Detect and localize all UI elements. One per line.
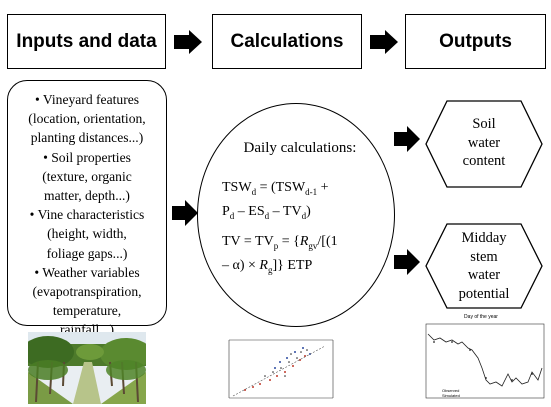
header-inputs: Inputs and data	[7, 14, 166, 69]
header-outputs: Outputs	[405, 14, 546, 69]
output-soil-water-label: Soil water content	[440, 115, 528, 171]
inputs-line: temperature,	[52, 303, 122, 319]
inputs-list: • Vineyard features (location, orientati…	[7, 80, 167, 337]
inputs-line: matter, depth...)	[44, 188, 130, 204]
arrow-right-icon	[370, 30, 398, 54]
output-line: water	[467, 134, 501, 151]
inputs-line: (location, orientation,	[28, 111, 146, 127]
output-hexagon-soil-water	[425, 100, 543, 188]
line-plot-title: Day of the year	[464, 314, 498, 320]
inputs-line: planting distances...)	[30, 130, 144, 146]
equation-transpiration: TV = TVp = {Rgv/[(1 – α) × Rg]} ETP	[222, 232, 392, 280]
arrow-right-icon	[174, 30, 202, 54]
output-line: water	[467, 267, 501, 283]
output-hexagon-stem-water	[425, 223, 543, 309]
output-line: stem	[470, 248, 498, 265]
inputs-line: • Vineyard features	[34, 92, 140, 107]
scatter-plot-thumbnail	[215, 332, 345, 404]
output-line: potential	[458, 285, 510, 302]
legend-observed: Observed	[442, 388, 459, 393]
equation-line: – α) × Rg]} ETP	[222, 257, 313, 275]
header-calculations: Calculations	[212, 14, 362, 69]
equation-line: TV = TVp = {Rgv/[(1	[222, 234, 338, 251]
output-line: content	[462, 153, 506, 169]
inputs-line: • Vine characteristics	[29, 207, 145, 223]
output-stem-water-label: Midday stem water potential	[440, 229, 528, 303]
equation-soil-water: TSWd = (TSWd-1 + Pd – ESd – TVd)	[222, 178, 382, 226]
calculations-ellipse	[197, 103, 395, 327]
inputs-line: • Weather variables	[34, 264, 140, 280]
line-plot-thumbnail: Day of the year Observed Simulated	[412, 312, 550, 404]
inputs-line: • Soil properties	[43, 149, 131, 165]
equation-line: TSWd = (TSWd-1 +	[222, 180, 329, 197]
arrow-right-icon	[394, 126, 420, 152]
inputs-line: (texture, organic	[42, 168, 132, 184]
vineyard-photo	[28, 332, 146, 404]
arrow-right-icon	[172, 200, 198, 226]
arrow-right-icon	[394, 249, 420, 275]
inputs-line: (evapotranspiration,	[32, 284, 142, 300]
legend-simulated: Simulated	[442, 393, 460, 398]
output-line: Midday	[461, 230, 507, 246]
inputs-line: (height, width,	[47, 226, 127, 242]
output-line: Soil	[472, 116, 496, 132]
calculations-title: Daily calculations:	[243, 140, 357, 156]
inputs-line: foliage gaps...)	[46, 245, 128, 261]
equation-line: Pd – ESd – TVd)	[222, 203, 311, 221]
